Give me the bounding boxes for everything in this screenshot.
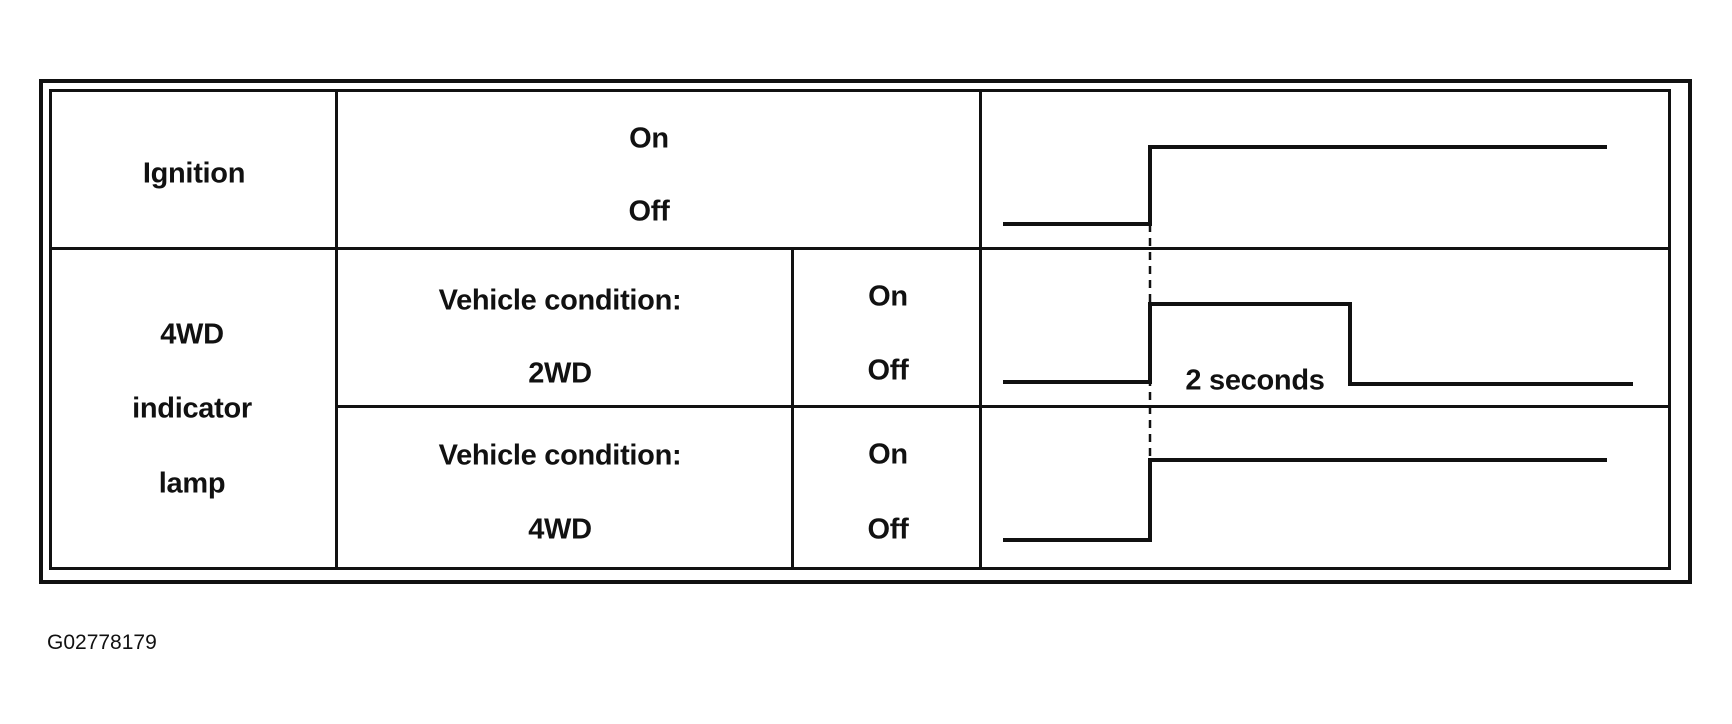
indicator-label-line1: 4WD bbox=[160, 318, 224, 351]
ignition-label: Ignition bbox=[142, 157, 246, 190]
indicator-label-line3: lamp bbox=[158, 467, 226, 500]
diagram-id: G02778179 bbox=[47, 631, 157, 654]
condition-2wd-line2: 2WD bbox=[528, 357, 592, 390]
lamp-2wd-off-label: Off bbox=[867, 354, 909, 387]
ignition-off-label: Off bbox=[628, 195, 670, 228]
outer-frame bbox=[39, 79, 1692, 584]
column-divider-waveform bbox=[979, 89, 982, 570]
condition-4wd-line2: 4WD bbox=[528, 513, 592, 546]
column-divider-state bbox=[791, 249, 794, 570]
duration-label: 2 seconds bbox=[1185, 364, 1325, 397]
ignition-on-label: On bbox=[629, 122, 669, 155]
lamp-2wd-on-label: On bbox=[868, 280, 908, 313]
row-divider-2wd-4wd bbox=[336, 405, 1671, 408]
row-divider-ignition bbox=[49, 247, 1671, 250]
lamp-4wd-off-label: Off bbox=[867, 513, 909, 546]
lamp-4wd-waveform bbox=[1003, 458, 1607, 542]
inner-frame bbox=[49, 89, 1671, 570]
lamp-4wd-on-label: On bbox=[868, 438, 908, 471]
indicator-label-line2: indicator bbox=[132, 392, 252, 425]
lamp-2wd-waveform bbox=[1003, 302, 1633, 386]
condition-2wd-line1: Vehicle condition: bbox=[438, 284, 682, 317]
condition-4wd-line1: Vehicle condition: bbox=[438, 439, 682, 472]
ignition-waveform bbox=[1003, 145, 1607, 226]
column-divider-label bbox=[335, 89, 338, 570]
